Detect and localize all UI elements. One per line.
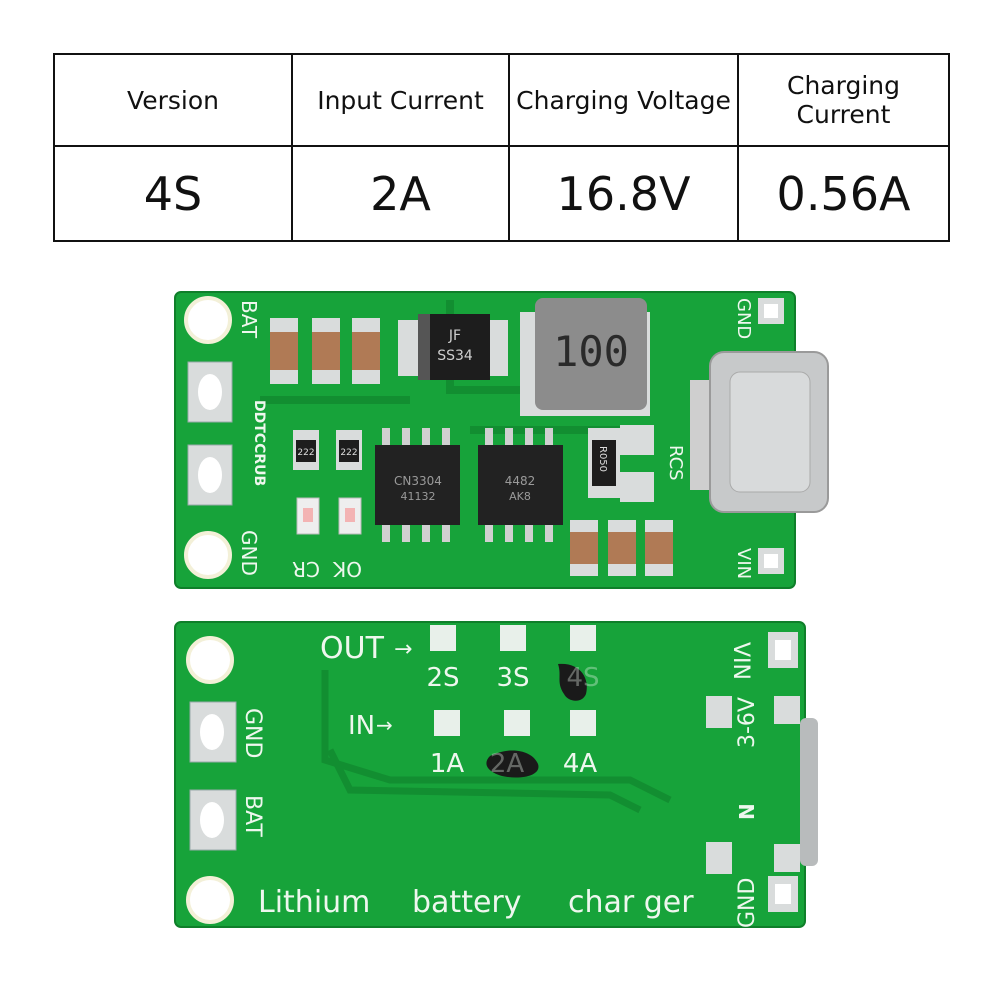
label-back-gnd-right: GND: [735, 878, 760, 928]
label-back-vin: VIN: [728, 642, 753, 680]
diode-mark-2: SS34: [437, 348, 473, 364]
spec-table: Version Input Current Charging Voltage C…: [53, 53, 950, 242]
header-version: Version: [53, 53, 293, 147]
sense-resistor-mark: R050: [597, 446, 608, 472]
capacitor-group-output: [570, 520, 673, 576]
resistor-mark-1: 222: [297, 448, 314, 458]
label-3s: 3S: [496, 663, 529, 693]
footer-word-3: char ger: [568, 885, 694, 920]
label-back-bat: BAT: [240, 795, 265, 837]
label-cr: CR: [292, 557, 320, 581]
back-board: GND BAT OUT → IN → 2S 3S 4S 1A 2A 4A: [174, 621, 818, 928]
label-2a: 2A: [490, 749, 525, 779]
capacitor-group: [270, 318, 380, 384]
label-gnd: GND: [237, 530, 261, 576]
label-4a: 4A: [563, 749, 598, 779]
led-pad: [706, 696, 732, 728]
usb-c-port-back: [800, 718, 818, 866]
ic1-mark-1: CN3304: [394, 474, 442, 488]
label-ok: OK: [332, 557, 362, 581]
mount-hole: [184, 296, 232, 344]
out-arrow: →: [394, 637, 412, 662]
mount-hole: [186, 876, 234, 924]
label-bat: BAT: [237, 300, 261, 339]
header-charging-voltage: Charging Voltage: [508, 53, 739, 147]
value-charging-voltage: 16.8V: [508, 145, 739, 242]
value-input-current: 2A: [291, 145, 510, 242]
header-input-current: Input Current: [291, 53, 510, 147]
label-gnd-top: GND: [733, 298, 754, 339]
inductor: 100: [520, 298, 650, 416]
label-back-gnd: GND: [240, 708, 265, 758]
label-in: IN: [348, 711, 375, 741]
label-out: OUT: [320, 631, 385, 666]
usb-c-port: [690, 351, 829, 513]
resistor-mark-2: 222: [340, 448, 357, 458]
label-4s: 4S: [566, 663, 599, 693]
label-2s: 2S: [426, 663, 459, 693]
mount-hole: [186, 636, 234, 684]
label-vin: VIN: [733, 548, 754, 579]
label-range: 3-6V: [735, 697, 760, 748]
mosfet-ic: 4482 AK8: [478, 428, 563, 542]
value-version: 4S: [53, 145, 293, 242]
output-select-pads: [430, 625, 596, 701]
product-photo: BAT GND DDTCCRUB JF SS34 100 222 222: [150, 280, 840, 940]
mount-hole: [184, 531, 232, 579]
diode-mark-1: JF: [448, 328, 461, 344]
front-board: BAT GND DDTCCRUB JF SS34 100 222 222: [174, 291, 829, 589]
in-arrow: →: [376, 713, 393, 737]
sense-resistor: R050: [588, 428, 620, 498]
ic2-mark-1: 4482: [505, 474, 536, 488]
resistor-pair: 222 222: [293, 430, 362, 470]
footer-word-1: Lithium: [258, 885, 370, 920]
inductor-mark: 100: [553, 327, 629, 376]
label-1a: 1A: [430, 749, 465, 779]
current-select-pads: [434, 710, 596, 778]
header-charging-current: Charging Current: [737, 53, 950, 147]
value-charging-current: 0.56A: [737, 145, 950, 242]
led-pad: [706, 842, 732, 874]
schottky-diode: JF SS34: [398, 314, 508, 380]
label-n: N: [735, 803, 759, 820]
charger-ic: CN3304 41132: [375, 428, 460, 542]
label-rcs: RCS: [665, 445, 686, 481]
label-side-code: DDTCCRUB: [251, 400, 267, 486]
ic2-mark-2: AK8: [509, 490, 531, 503]
ic1-mark-2: 41132: [401, 490, 436, 503]
spec-header-row: Version Input Current Charging Voltage C…: [53, 53, 950, 147]
spec-value-row: 4S 2A 16.8V 0.56A: [53, 145, 950, 242]
footer-word-2: battery: [412, 885, 522, 920]
